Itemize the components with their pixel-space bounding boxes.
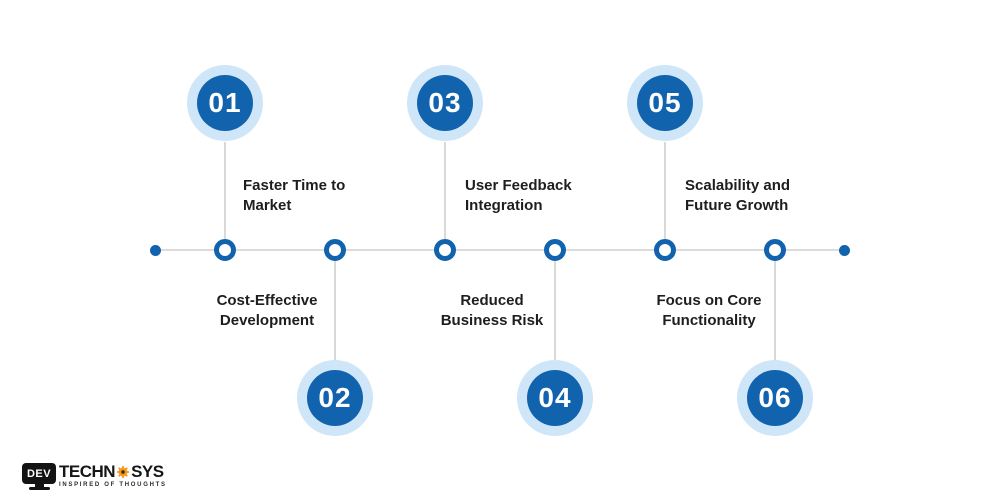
connector-step-3 <box>444 142 446 239</box>
step-5-number: 05 <box>637 75 693 131</box>
step-6-label-line1: Focus on Core <box>656 292 762 309</box>
logo-wordmark-left: TECHN <box>59 462 116 481</box>
connector-step-5 <box>664 142 666 239</box>
monitor-icon: DEV <box>22 463 56 490</box>
monitor-base <box>28 487 50 490</box>
step-6-label: Focus on Core Functionality <box>629 291 789 331</box>
step-3-label-line1: User Feedback <box>465 177 572 194</box>
timeline-node-1 <box>214 239 236 261</box>
step-3-label: User Feedback Integration <box>465 176 572 216</box>
timeline-node-4 <box>544 239 566 261</box>
step-4-label: Reduced Business Risk <box>412 291 572 331</box>
gear-icon <box>116 465 130 478</box>
step-4-label-line2: Business Risk <box>440 312 544 329</box>
logo-tagline: INSPIRED OF THOUGHTS <box>59 482 167 488</box>
step-4-badge: 04 <box>517 360 593 436</box>
logo-wordmark-right: SYS <box>131 462 164 481</box>
step-1-badge: 01 <box>187 65 263 141</box>
brand-logo: DEV TECHN <box>22 463 167 490</box>
step-5-label-line2: Future Growth <box>685 197 789 214</box>
step-3-number: 03 <box>417 75 473 131</box>
step-2-label-line1: Cost-Effective <box>216 292 318 309</box>
step-4-number: 04 <box>527 370 583 426</box>
step-6-number: 06 <box>747 370 803 426</box>
step-3-label-line2: Integration <box>465 197 543 214</box>
step-2-label-line2: Development <box>219 312 315 329</box>
timeline-node-3 <box>434 239 456 261</box>
step-2-number: 02 <box>307 370 363 426</box>
logo-screen-text: DEV <box>22 463 56 484</box>
timeline-start-dot <box>150 245 161 256</box>
step-1-number: 01 <box>197 75 253 131</box>
connector-step-2 <box>334 261 336 360</box>
timeline-node-6 <box>764 239 786 261</box>
timeline-end-dot <box>839 245 850 256</box>
step-1-label-line2: Market <box>243 197 292 214</box>
connector-step-6 <box>774 261 776 360</box>
step-6-badge: 06 <box>737 360 813 436</box>
logo-wordmark: TECHN SYS <box>59 463 167 480</box>
connector-step-4 <box>554 261 556 360</box>
step-3-badge: 03 <box>407 65 483 141</box>
step-2-badge: 02 <box>297 360 373 436</box>
connector-step-1 <box>224 142 226 239</box>
step-6-label-line2: Functionality <box>662 312 756 329</box>
step-5-label-line1: Scalability and <box>685 177 791 194</box>
timeline-node-5 <box>654 239 676 261</box>
timeline-line <box>155 249 845 251</box>
step-1-label: Faster Time to Market <box>243 176 345 216</box>
step-5-badge: 05 <box>627 65 703 141</box>
step-1-label-line1: Faster Time to <box>243 177 346 194</box>
logo-text-block: TECHN SYS I <box>59 463 167 488</box>
step-2-label: Cost-Effective Development <box>187 291 347 331</box>
timeline-node-2 <box>324 239 346 261</box>
monitor-neck <box>34 484 44 487</box>
step-5-label: Scalability and Future Growth <box>685 176 790 216</box>
step-4-label-line1: Reduced <box>460 292 524 309</box>
